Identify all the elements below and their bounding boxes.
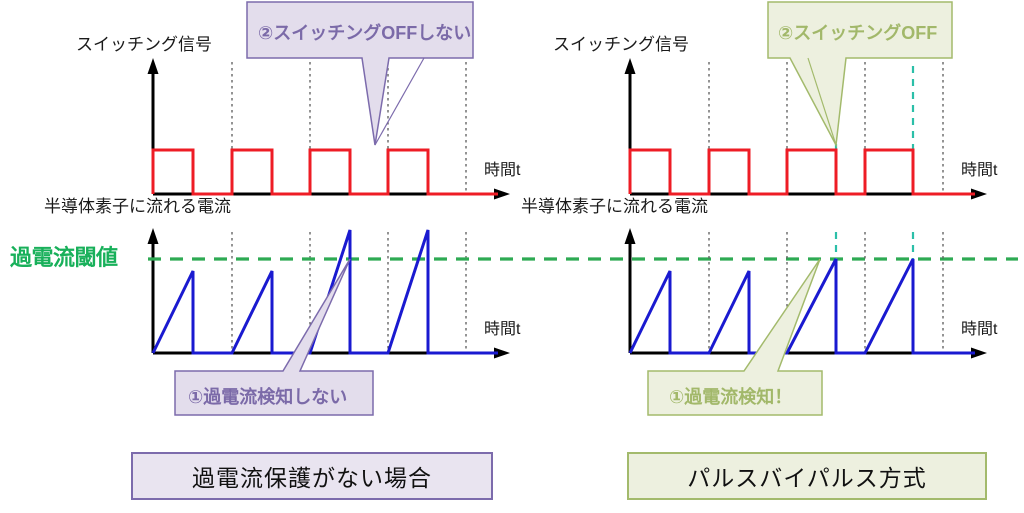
right-trip-markers [834, 66, 915, 353]
right-callout-bottom [647, 258, 823, 416]
right-time-label-top: 時間t [961, 162, 998, 179]
right-current-axis-label: 半導体素子に流れる電流 [521, 197, 708, 216]
left-callout-top [246, 1, 474, 146]
left-callout-bottom [174, 258, 374, 416]
left-current-axis-label: 半導体素子に流れる電流 [44, 197, 231, 216]
right-time-label-bottom: 時間t [961, 321, 998, 338]
left-callout-top-text: ②スイッチングOFFしない [258, 23, 472, 43]
left-caption-box: 過電流保護がない場合 [131, 452, 493, 500]
left-time-label-bottom: 時間t [484, 321, 521, 338]
right-signal-axis-label: スイッチング信号 [553, 35, 689, 54]
right-switching-signal [628, 148, 975, 196]
left-signal-axes [147, 58, 510, 200]
right-callout-top [767, 1, 953, 148]
left-current-waveform [151, 229, 498, 355]
right-panel-graphics [624, 1, 987, 416]
left-signal-axis-label: スイッチング信号 [76, 35, 212, 54]
right-caption-box: パルスバイパルス方式 [627, 452, 987, 500]
left-caption-text: 過電流保護がない場合 [192, 465, 432, 491]
left-switching-signal [151, 148, 498, 196]
right-callout-top-text: ②スイッチングOFF [778, 23, 938, 43]
left-callout-bottom-text: ①過電流検知しない [188, 387, 348, 407]
left-panel-graphics [147, 1, 1018, 416]
left-time-label-top: 時間t [484, 162, 521, 179]
right-current-waveform [628, 258, 975, 355]
overcurrent-threshold-label: 過電流閾値 [10, 245, 118, 270]
right-caption-text: パルスバイパルス方式 [687, 465, 927, 491]
right-callout-bottom-text: ①過電流検知！ [669, 387, 793, 407]
